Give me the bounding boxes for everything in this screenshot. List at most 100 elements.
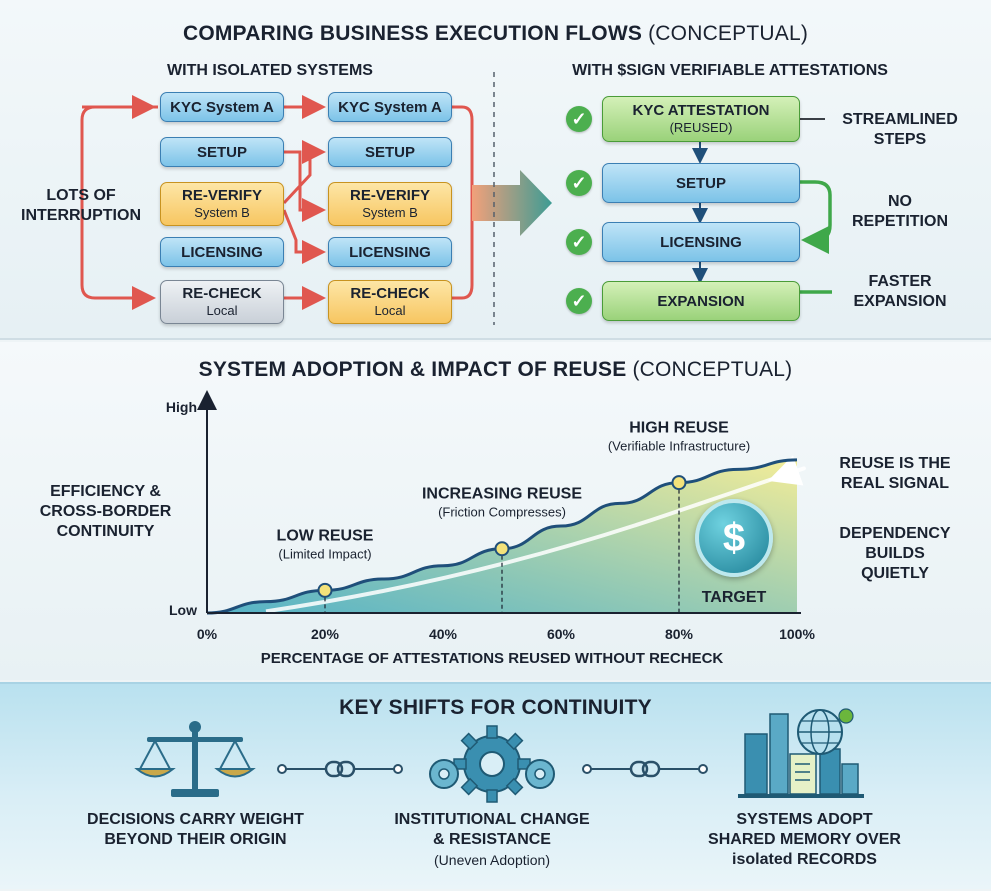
chart-note-2-line-2: BUILDS (865, 545, 925, 562)
adoption-y-label: EFFICIENCY & CROSS-BORDER CONTINUITY (18, 482, 193, 542)
interruption-line-1: LOTS OF (46, 187, 116, 204)
flows-title-sub: (CONCEPTUAL) (648, 22, 809, 45)
note-1-line-1: STREAMLINED (842, 111, 958, 128)
right-licensing: LICENSING (602, 222, 800, 262)
chart-note-1-line-2: REAL SIGNAL (840, 475, 950, 492)
x-tick-label: 20% (311, 626, 340, 642)
ylabel-line-3: CONTINUITY (56, 523, 155, 540)
col2-setup: SETUP (328, 137, 452, 167)
adoption-title-main: SYSTEM ADOPTION & IMPACT OF REUSE (198, 358, 627, 381)
note-dependency: DEPENDENCY BUILDS QUIETLY (820, 524, 970, 584)
col1-kyc-system-a: KYC System A (160, 92, 284, 122)
shift-shared-memory: SYSTEMS ADOPT SHARED MEMORY OVER isolate… (672, 810, 937, 870)
shift-3-line-1: SYSTEMS ADOPT (736, 811, 873, 828)
col2-step-3-label: RE-VERIFY (349, 187, 430, 204)
col1-step-3-sub: System B (194, 205, 250, 220)
scales-icon (134, 721, 256, 797)
right-kyc-attestation: KYC ATTESTATION (REUSED) (602, 96, 800, 142)
chart-trend-highlight (265, 455, 806, 614)
col1-step-2-label: SETUP (196, 143, 247, 161)
x-tick-label: 0% (197, 626, 218, 642)
interruption-line-2: INTERRUPTION (21, 207, 141, 224)
col2-step-5-label: RE-CHECK (350, 285, 430, 302)
adoption-panel: SYSTEM ADOPTION & IMPACT OF REUSE (CONCE… (0, 342, 991, 680)
chain-link-icon (582, 760, 708, 778)
chart-note-1-line-1: REUSE IS THE (839, 455, 951, 472)
col2-re-verify: RE-VERIFY System B (328, 182, 452, 226)
right-step-4-label: EXPANSION (657, 292, 745, 310)
check-icon: ✓ (566, 170, 592, 196)
note-reuse-signal: REUSE IS THE REAL SIGNAL (820, 454, 970, 494)
right-step-1-sub: (REUSED) (669, 120, 733, 135)
x-tick-label: 100% (779, 626, 815, 642)
note-faster-expansion: FASTER EXPANSION (835, 272, 965, 312)
col2-licensing: LICENSING (328, 237, 452, 267)
x-tick-label: 60% (547, 626, 576, 642)
shift-2-line-2: & RESISTANCE (433, 831, 551, 848)
col1-step-4-label: LICENSING (181, 243, 263, 261)
ylabel-line-2: CROSS-BORDER (39, 503, 172, 520)
col1-licensing: LICENSING (160, 237, 284, 267)
col2-kyc-system-a: KYC System A (328, 92, 452, 122)
flows-connectors (80, 72, 832, 325)
milestone-label: INCREASING REUSE (422, 486, 582, 503)
note-streamlined: STREAMLINED STEPS (830, 110, 970, 150)
chart-area-fill (207, 459, 797, 613)
col1-step-1-label: KYC System A (170, 98, 274, 116)
gears-icon (429, 725, 555, 803)
target-label: TARGET (701, 589, 767, 606)
right-setup: SETUP (602, 163, 800, 203)
adoption-title: SYSTEM ADOPTION & IMPACT OF REUSE (CONCE… (0, 358, 991, 382)
shift-3-line-2: SHARED MEMORY OVER (708, 831, 901, 848)
col1-re-check: RE-CHECK Local (160, 280, 284, 324)
right-step-2-label: SETUP (675, 174, 726, 192)
milestone-sublabel: (Friction Compresses) (438, 505, 566, 520)
milestone-sublabel: (Limited Impact) (278, 546, 371, 561)
col2-step-4-label: LICENSING (349, 243, 431, 261)
shift-2-sub: (Uneven Adoption) (434, 852, 550, 868)
chart-note-2-line-1: DEPENDENCY (839, 525, 951, 542)
note-2-line-2: REPETITION (851, 213, 948, 230)
chain-link-icon (277, 760, 403, 778)
target-badge: $ TARGET (693, 499, 775, 607)
check-icon: ✓ (566, 229, 592, 255)
shifts-title: KEY SHIFTS FOR CONTINUITY (339, 696, 652, 719)
milestone-label: HIGH REUSE (629, 420, 729, 437)
shift-2-line-1: INSTITUTIONAL CHANGE (394, 811, 590, 828)
flows-title-main: COMPARING BUSINESS EXECUTION FLOWS (182, 22, 643, 45)
flows-title: COMPARING BUSINESS EXECUTION FLOWS (CONC… (0, 22, 991, 46)
big-transition-arrow (472, 170, 552, 236)
note-2-line-1: NO (888, 193, 912, 210)
shift-3-line-3: isolated RECORDS (732, 851, 877, 868)
ylabel-line-1: EFFICIENCY & (50, 483, 161, 500)
interruption-label: LOTS OF INTERRUPTION (6, 186, 156, 226)
milestone-label: LOW REUSE (277, 527, 374, 544)
note-3-line-2: EXPANSION (853, 293, 947, 310)
note-no-repetition: NO REPETITION (835, 192, 965, 232)
milestone-sublabel: (Verifiable Infrastructure) (608, 439, 750, 454)
y-tick-label: High (166, 399, 197, 415)
x-axis-label: PERCENTAGE OF ATTESTATIONS REUSED WITHOU… (261, 650, 724, 667)
col1-step-5-label: RE-CHECK (182, 285, 262, 302)
adoption-title-sub: (CONCEPTUAL) (632, 358, 793, 381)
col2-step-3-sub: System B (362, 205, 418, 220)
x-tick-label: 40% (429, 626, 458, 642)
right-step-3-label: LICENSING (660, 233, 742, 251)
col1-setup: SETUP (160, 137, 284, 167)
note-1-line-2: STEPS (873, 131, 927, 148)
col2-re-check: RE-CHECK Local (328, 280, 452, 324)
city-globe-icon (738, 708, 864, 798)
col1-re-verify: RE-VERIFY System B (160, 182, 284, 226)
shift-1-line-2: BEYOND THEIR ORIGIN (104, 831, 287, 848)
shifts-icons (134, 708, 864, 803)
shifts-panel: KEY SHIFTS FOR CONTINUITY (0, 682, 991, 889)
left-heading: WITH ISOLATED SYSTEMS (167, 62, 373, 79)
milestone-marker (494, 541, 510, 557)
dollar-coin-icon: $ (695, 499, 773, 577)
shift-decisions: DECISIONS CARRY WEIGHT BEYOND THEIR ORIG… (48, 810, 343, 850)
col1-step-3-label: RE-VERIFY (181, 187, 262, 204)
milestone-marker (317, 582, 333, 598)
y-tick-label: Low (169, 602, 197, 618)
col2-step-2-label: SETUP (364, 143, 415, 161)
